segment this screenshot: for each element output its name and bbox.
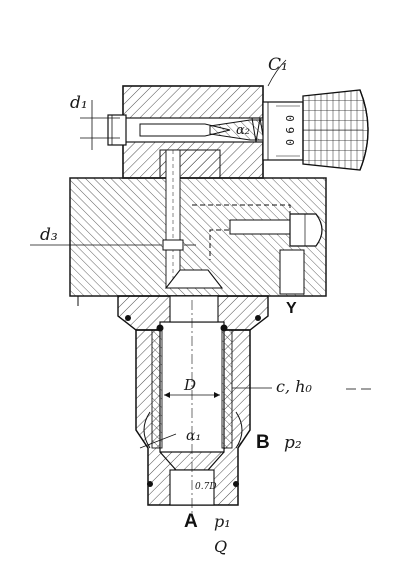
c1-callout: C₁: [267, 55, 288, 87]
port-y-label: Y: [286, 300, 297, 317]
d-label: D: [183, 376, 196, 394]
alpha1-label: α₁: [186, 428, 201, 444]
q-label: Q: [214, 537, 227, 556]
c-h0-callout: c, h₀: [232, 377, 371, 396]
port-a-label: A: [184, 511, 198, 532]
port-b-label: B: [256, 432, 270, 453]
p1-label: p₁: [214, 512, 231, 531]
alpha1-callout: α₁: [139, 428, 201, 449]
main-valve-body: [117, 295, 269, 515]
adjustment-knob: 0 9 0: [262, 89, 369, 171]
pilot-head: [107, 85, 273, 179]
p2-label: p₂: [284, 433, 302, 453]
main-block: [69, 149, 327, 306]
d3-dimension: d₃: [30, 225, 196, 246]
d3-label: d₃: [40, 225, 58, 245]
d07-label: 0.7D: [195, 482, 217, 492]
dial-digit-3: 0: [283, 139, 296, 146]
dial-digit-2: 9: [283, 127, 296, 134]
c1-label: C₁: [268, 55, 288, 75]
d1-dimension: d₁: [70, 93, 120, 150]
alpha2-label: α₂: [236, 123, 250, 138]
d1-label: d₁: [70, 93, 88, 113]
dial-digit-1: 0: [283, 115, 296, 122]
c-h0-label: c, h₀: [276, 377, 312, 396]
d-dimension: D: [164, 376, 220, 398]
